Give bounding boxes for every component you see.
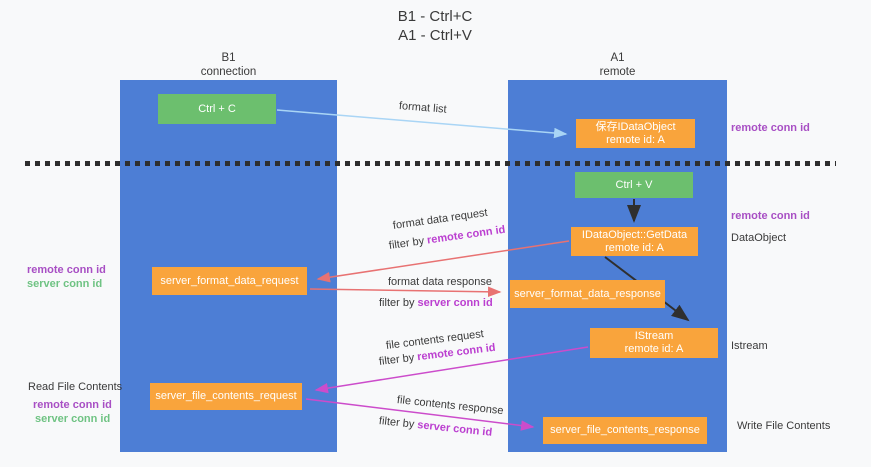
server-conn-id-text: server conn id (416, 419, 493, 439)
side-label-server-conn-id-left-lower: server conn id (35, 413, 111, 425)
node-server-format-data-response: server_format_data_response (510, 280, 665, 308)
node-ctrl-v: Ctrl + V (575, 172, 693, 198)
diagram-title: B1 - Ctrl+C A1 - Ctrl+V (280, 7, 590, 45)
side-label-write-file-contents: Write File Contents (737, 420, 831, 432)
node-istream: IStream remote id: A (590, 328, 718, 358)
node-save-idataobject: 保存IDataObject remote id: A (576, 119, 695, 148)
side-label-istream: Istream (731, 340, 768, 352)
filter-by-text: filter by (378, 415, 418, 431)
lifeline-header-a1: A1 remote (508, 51, 727, 79)
node-save-idataobject-line2: remote id: A (606, 133, 665, 146)
node-ctrl-v-label: Ctrl + V (615, 178, 653, 191)
lifeline-a1-name: A1 (610, 52, 625, 64)
side-label-remote-conn-id-left-upper: remote conn id (27, 264, 106, 276)
lifeline-a1-subtitle: remote (599, 66, 636, 78)
lifeline-b1-subtitle: connection (200, 66, 257, 78)
side-label-remote-conn-id-right: remote conn id (731, 210, 810, 222)
node-idataobject-getdata: IDataObject::GetData remote id: A (571, 227, 698, 256)
node-server-file-contents-response: server_file_contents_response (543, 417, 707, 444)
lifeline-b1-name: B1 (221, 52, 236, 64)
filter-by-text: filter by (378, 351, 418, 368)
remote-conn-id-text: remote conn id (426, 223, 507, 247)
server-conn-id-text: server conn id (417, 297, 493, 309)
node-idataobject-getdata-line2: remote id: A (605, 241, 664, 254)
node-server-format-data-response-label: server_format_data_response (514, 287, 661, 300)
node-server-file-contents-response-label: server_file_contents_response (550, 424, 700, 436)
lifeline-header-b1: B1 connection (120, 51, 337, 79)
side-label-server-conn-id-left-upper: server conn id (27, 278, 103, 290)
node-save-idataobject-line1: 保存IDataObject (595, 120, 676, 133)
side-label-remote-conn-id-left-lower: remote conn id (33, 399, 112, 411)
side-label-remote-conn-id-top-right: remote conn id (731, 122, 810, 134)
node-server-file-contents-request: server_file_contents_request (150, 383, 302, 410)
arrow-format-data-response (309, 286, 502, 298)
node-istream-line2: remote id: A (624, 343, 684, 355)
filter-by-text: filter by (388, 234, 428, 252)
edge-label-format-data-response: format data response (388, 276, 492, 288)
edge-label-file-response-filter: filter by server conn id (378, 415, 492, 439)
edge-label-format-response-filter: filter by server conn id (379, 297, 493, 309)
phase-separator-dashed-line (25, 161, 836, 166)
edge-label-file-contents-response: file contents response (396, 394, 505, 418)
node-ctrl-c-label: Ctrl + C (198, 102, 236, 115)
node-ctrl-c: Ctrl + C (158, 94, 276, 124)
node-istream-line1: IStream (634, 330, 674, 342)
node-server-file-contents-request-label: server_file_contents_request (155, 390, 297, 402)
edge-label-format-list: format list (398, 100, 448, 116)
node-idataobject-getdata-line1: IDataObject::GetData (581, 228, 688, 241)
side-label-read-file-contents: Read File Contents (28, 381, 123, 393)
filter-by-text: filter by (379, 297, 418, 309)
node-server-format-data-request: server_format_data_request (152, 267, 307, 295)
title-line-2: A1 - Ctrl+V (398, 27, 472, 44)
node-server-format-data-request-label: server_format_data_request (160, 274, 299, 287)
title-line-1: B1 - Ctrl+C (397, 8, 473, 25)
side-label-dataobject: DataObject (731, 232, 787, 244)
